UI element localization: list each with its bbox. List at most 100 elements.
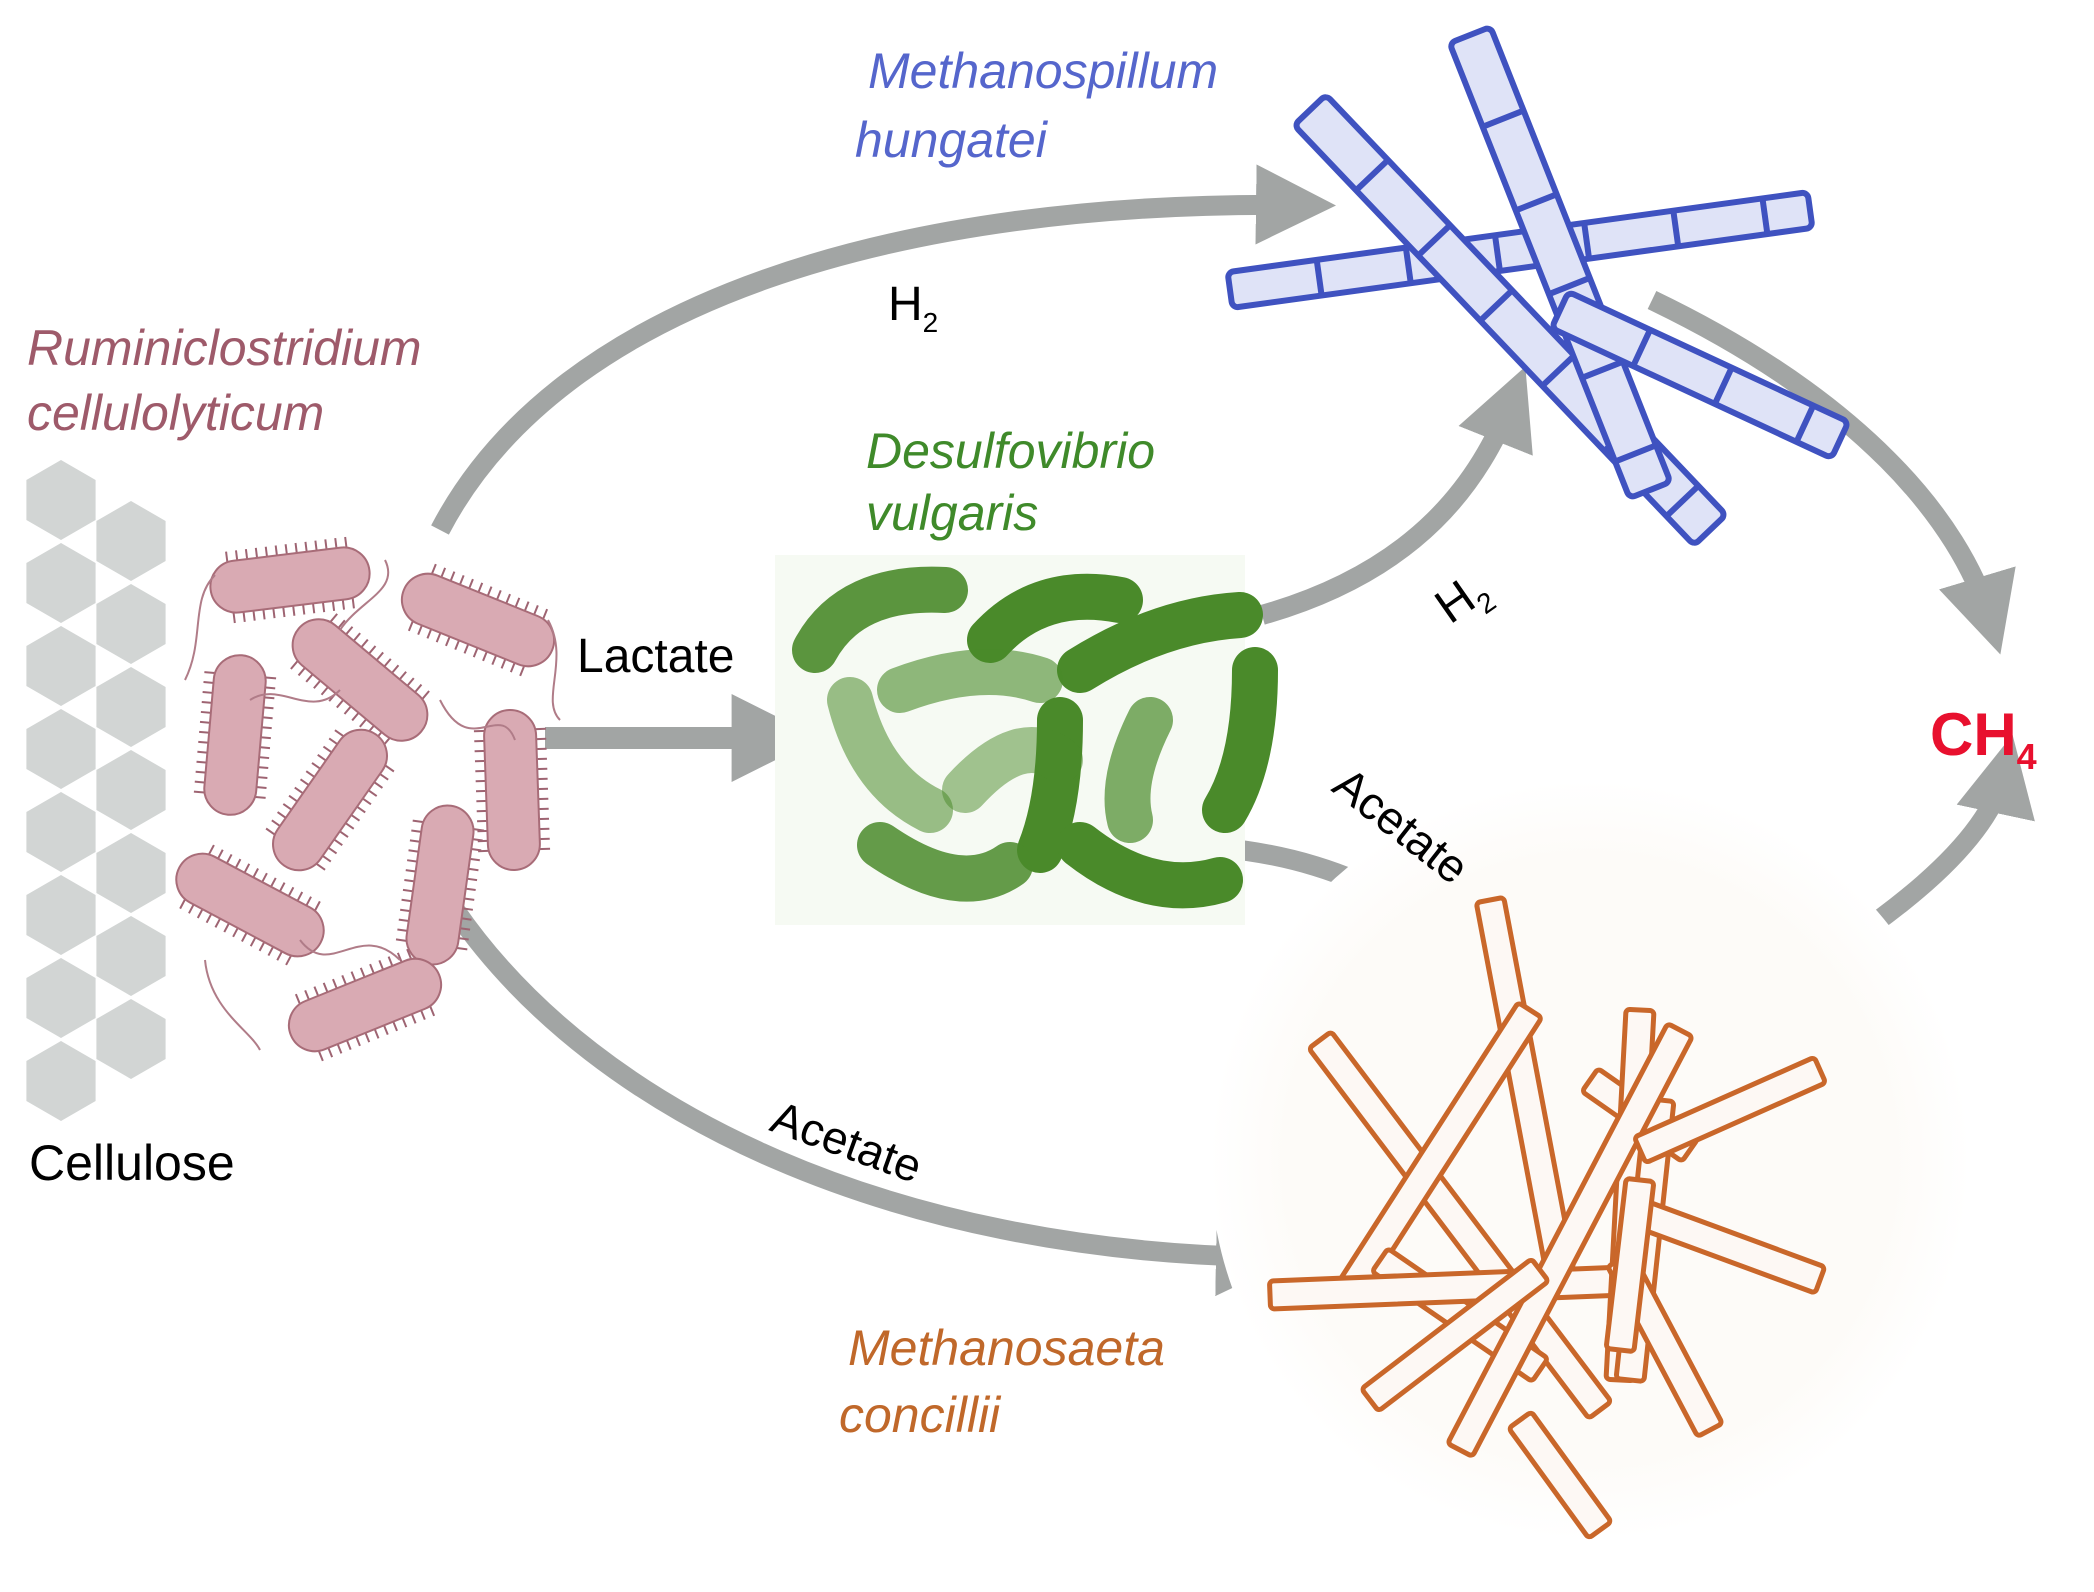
cellulose-hexagon	[26, 958, 96, 1038]
desulfovibrio-cell	[1202, 647, 1278, 833]
cellulose-hexagon	[96, 750, 166, 830]
cellulose-hexagon	[26, 709, 96, 789]
ch4-main: CH	[1930, 701, 2017, 768]
cellulose-hexagon	[96, 667, 166, 747]
label-cellulolyticum: cellulolyticum	[27, 385, 324, 441]
methanosaeta-cells	[1210, 780, 1970, 1540]
rod-body	[1360, 1257, 1550, 1413]
label-hungatei: hungatei	[855, 112, 1049, 168]
methanosaeta-rod	[1360, 1257, 1550, 1413]
ch4-sub: 4	[2017, 736, 2037, 777]
cellulose-hexagon	[26, 460, 96, 540]
filament-septum	[1402, 247, 1414, 284]
desulfovibrio-cell	[857, 822, 1033, 902]
cell-body	[400, 572, 556, 668]
cellulose-hexagon	[96, 833, 166, 913]
h2-top-main: H	[888, 278, 923, 331]
label-lactate: Lactate	[577, 630, 734, 683]
filament-body	[1550, 290, 1850, 460]
filament-septum	[1313, 259, 1325, 296]
rod-body	[1507, 1410, 1613, 1540]
filament-septum	[1613, 442, 1658, 465]
arrow-acetate-bottom	[446, 904, 1296, 1297]
filament-septum	[1712, 366, 1735, 406]
cell-flagellum	[184, 574, 216, 681]
desulfovibrio-cell	[1104, 697, 1173, 843]
label-ch4: CH4	[1930, 701, 2037, 777]
cellulose-hexagon	[26, 626, 96, 706]
methanospillum-filament	[1448, 25, 1672, 500]
label-h2-top: H2	[888, 278, 938, 338]
filament-septum	[1759, 197, 1771, 235]
ruminiclostridium-cell	[209, 536, 371, 624]
filament-body	[1448, 25, 1672, 500]
cellulose-hexagon	[96, 584, 166, 664]
ruminiclostridium-cells	[175, 536, 561, 1062]
rod-body	[1446, 1022, 1694, 1458]
cell-body	[203, 654, 267, 816]
ruminiclostridium-cell	[175, 844, 325, 966]
arrow-h2-mid	[1259, 366, 1533, 625]
ruminiclostridium-cell	[473, 709, 551, 871]
desulfovibrio-cell	[1057, 592, 1263, 693]
filament-septum	[1670, 210, 1682, 247]
methanospillum-cells	[1225, 25, 1850, 546]
cell-body	[175, 852, 325, 958]
filament-septum	[1416, 223, 1453, 258]
methanosaeta-rod	[1633, 1055, 1827, 1165]
label-cellulose: Cellulose	[29, 1135, 235, 1191]
filament-septum	[1540, 353, 1577, 389]
cellulose-hexagon	[96, 999, 166, 1079]
cell-flagellum	[204, 959, 261, 1051]
cell-body	[291, 618, 429, 742]
filament-body	[1225, 189, 1815, 311]
arrow-ch4-from-hungatei	[1647, 290, 2016, 655]
rod-body	[1633, 1055, 1827, 1165]
cell-flagellum	[249, 689, 341, 703]
filament-septum	[1547, 275, 1591, 297]
methanosaeta-background	[1210, 780, 1970, 1540]
filament-septum	[1478, 288, 1515, 323]
label-methanospillum: Methanospillum	[868, 43, 1218, 99]
filament-septum	[1481, 107, 1525, 130]
rod-body	[1604, 1176, 1656, 1354]
label-concillii: concillii	[839, 1387, 1002, 1443]
cell-flagellum	[339, 559, 390, 631]
desulfovibrio-cell	[942, 727, 1083, 813]
label-h2-mid: H2	[1426, 562, 1502, 640]
cell-body	[483, 709, 541, 871]
cell-body	[405, 804, 475, 966]
methanosaeta-rod	[1507, 1410, 1613, 1540]
ruminiclostridium-cell	[193, 654, 277, 816]
cell-body	[209, 546, 371, 614]
ruminiclostridium-cell	[400, 563, 556, 677]
desulfovibrio-cells	[775, 555, 1278, 925]
cellulose-hexagon	[26, 1041, 96, 1121]
methanospillum-filament	[1550, 290, 1850, 460]
filament-septum	[1354, 157, 1391, 193]
filament-septum	[1793, 404, 1817, 444]
cellulose-hexagon	[96, 501, 166, 581]
h2-top-sub: 2	[923, 307, 939, 338]
cell-body	[272, 728, 388, 872]
cellulose-hexagon	[26, 543, 96, 623]
filament-septum	[1492, 234, 1503, 272]
arrow-h2-top	[431, 164, 1336, 535]
ruminiclostridium-cell	[265, 728, 395, 872]
label-ruminiclostridium: Ruminiclostridium	[27, 320, 422, 376]
methanosaeta-rod	[1446, 1022, 1694, 1458]
cell-flagellum	[547, 619, 561, 721]
label-methanosaeta: Methanosaeta	[848, 1320, 1165, 1376]
cell-body	[287, 957, 443, 1053]
cellulose-hexagon	[26, 875, 96, 955]
label-desulfovibrio: Desulfovibrio	[866, 423, 1155, 479]
desulfovibrio-cell	[967, 573, 1143, 663]
cellulose-hexagon	[96, 916, 166, 996]
ruminiclostridium-cell	[287, 948, 443, 1062]
filament-septum	[1580, 358, 1624, 381]
desulfovibrio-cell	[1057, 822, 1243, 909]
cell-flagellum	[439, 699, 516, 741]
filament-septum	[1664, 483, 1701, 519]
desulfovibrio-cell	[827, 677, 953, 833]
